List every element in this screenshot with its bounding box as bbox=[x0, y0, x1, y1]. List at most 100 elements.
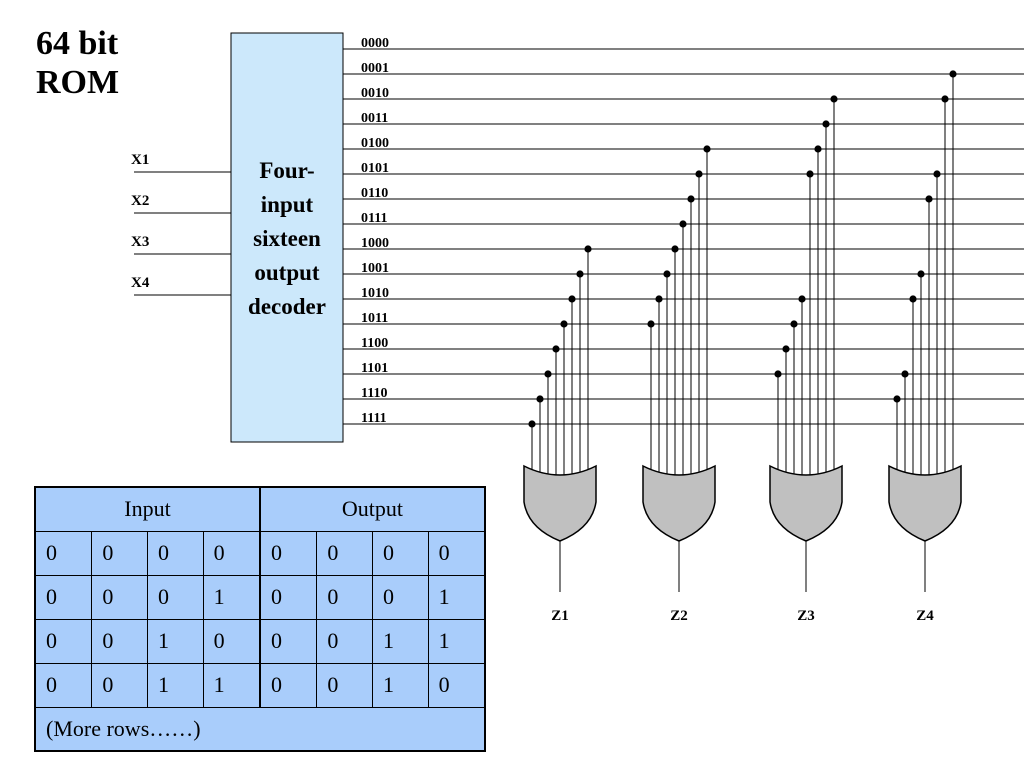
or-gate bbox=[888, 464, 962, 542]
connection-dot bbox=[925, 195, 933, 203]
output-label: 0100 bbox=[361, 136, 389, 151]
table-cell: 0 bbox=[146, 574, 204, 620]
connection-dot bbox=[663, 270, 671, 278]
input-label: X1 bbox=[131, 152, 149, 168]
gate-output-label: Z4 bbox=[916, 608, 934, 624]
table-cell: 0 bbox=[146, 530, 204, 576]
connection-dot bbox=[806, 170, 814, 178]
connection-dot bbox=[822, 120, 830, 128]
connection-dot bbox=[679, 220, 687, 228]
table-cell: 0 bbox=[316, 662, 373, 708]
or-gate bbox=[523, 464, 597, 542]
connection-dot bbox=[949, 70, 957, 78]
output-label: 1011 bbox=[361, 311, 388, 326]
table-cell: 0 bbox=[371, 574, 429, 620]
output-label: 0110 bbox=[361, 186, 388, 201]
connection-dot bbox=[941, 95, 949, 103]
title-line-1: 64 bit bbox=[36, 25, 119, 62]
table-cell: 1 bbox=[371, 618, 429, 664]
connection-dot bbox=[647, 320, 655, 328]
table-cell: 1 bbox=[427, 618, 486, 664]
table-row-more: (More rows……) bbox=[34, 706, 486, 752]
title-line-2: ROM bbox=[36, 64, 120, 101]
decoder-label-line: Four- bbox=[259, 158, 314, 183]
table-cell: 0 bbox=[91, 618, 148, 664]
output-label: 1010 bbox=[361, 286, 389, 301]
output-label: 1001 bbox=[361, 261, 389, 276]
output-label: 0010 bbox=[361, 86, 389, 101]
table-cell: 0 bbox=[427, 530, 486, 576]
header-input: Input bbox=[34, 486, 261, 532]
connection-dot bbox=[893, 395, 901, 403]
decoder-box bbox=[230, 32, 344, 443]
connection-dot bbox=[560, 320, 568, 328]
table-cell: 0 bbox=[34, 662, 93, 708]
gate-output-label: Z1 bbox=[551, 608, 569, 624]
or-gate bbox=[642, 464, 716, 542]
output-label: 0111 bbox=[361, 211, 387, 226]
table-cell: 1 bbox=[202, 662, 261, 708]
table-cell: 0 bbox=[34, 530, 93, 576]
table-cell: 0 bbox=[316, 618, 373, 664]
connection-dot bbox=[695, 170, 703, 178]
table-cell: 0 bbox=[91, 662, 148, 708]
connection-dot bbox=[703, 145, 711, 153]
connection-dot bbox=[901, 370, 909, 378]
table-cell: 1 bbox=[146, 662, 204, 708]
table-cell: 0 bbox=[427, 662, 486, 708]
connection-dot bbox=[798, 295, 806, 303]
table-cell: 0 bbox=[34, 574, 93, 620]
table-cell: 0 bbox=[91, 574, 148, 620]
input-label: X4 bbox=[131, 275, 150, 291]
connection-dot bbox=[917, 270, 925, 278]
connection-dot bbox=[655, 295, 663, 303]
table-cell: 0 bbox=[202, 618, 261, 664]
gate-output-label: Z2 bbox=[670, 608, 688, 624]
connection-dot bbox=[536, 395, 544, 403]
header-output: Output bbox=[259, 486, 486, 532]
connection-dot bbox=[790, 320, 798, 328]
connection-dot bbox=[830, 95, 838, 103]
input-label: X2 bbox=[131, 193, 149, 209]
connection-dot bbox=[909, 295, 917, 303]
decoder-label-line: input bbox=[261, 192, 314, 217]
output-label: 1100 bbox=[361, 336, 388, 351]
table-cell: 0 bbox=[202, 530, 261, 576]
decoder-label-line: sixteen bbox=[253, 226, 321, 251]
decoder-label-line: decoder bbox=[248, 294, 326, 319]
connection-dot bbox=[774, 370, 782, 378]
page-title: 64 bit ROM bbox=[36, 24, 119, 102]
gate-output-label: Z3 bbox=[797, 608, 815, 624]
output-label: 1110 bbox=[361, 386, 387, 401]
table-cell: 0 bbox=[316, 574, 373, 620]
table-cell: 0 bbox=[91, 530, 148, 576]
connection-dot bbox=[671, 245, 679, 253]
connection-dot bbox=[576, 270, 584, 278]
output-label: 1101 bbox=[361, 361, 388, 376]
connection-dot bbox=[814, 145, 822, 153]
table-cell: 0 bbox=[259, 574, 318, 620]
connection-dot bbox=[544, 370, 552, 378]
table-cell: 0 bbox=[259, 618, 318, 664]
output-label: 1111 bbox=[361, 411, 387, 426]
connection-dot bbox=[528, 420, 536, 428]
table-cell: 0 bbox=[316, 530, 373, 576]
connection-dot bbox=[933, 170, 941, 178]
decoder-label-line: output bbox=[254, 260, 320, 285]
table-cell: 1 bbox=[371, 662, 429, 708]
table-cell: 0 bbox=[259, 530, 318, 576]
table-cell: 0 bbox=[371, 530, 429, 576]
table-cell: 1 bbox=[427, 574, 486, 620]
connection-dot bbox=[687, 195, 695, 203]
connection-dot bbox=[782, 345, 790, 353]
output-label: 0101 bbox=[361, 161, 389, 176]
or-gate bbox=[769, 464, 843, 542]
table-cell: 0 bbox=[259, 662, 318, 708]
